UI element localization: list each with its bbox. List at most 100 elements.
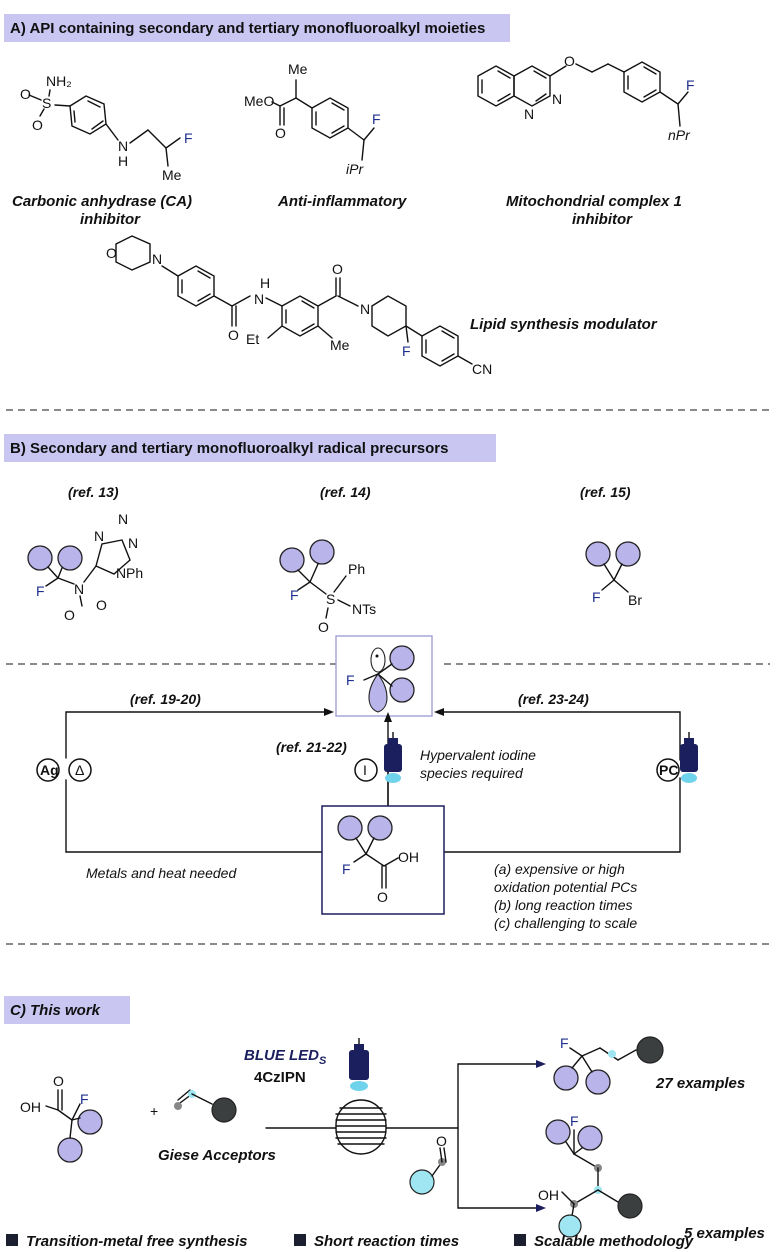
svg-text:F: F <box>592 589 601 605</box>
svg-text:O: O <box>64 607 75 623</box>
svg-text:OH: OH <box>398 849 419 865</box>
svg-text:O: O <box>53 1073 64 1089</box>
svg-text:O: O <box>106 245 117 261</box>
label-anti-inflammatory: Anti-inflammatory <box>277 193 407 210</box>
blue-led-label: BLUE LEDS <box>244 1047 327 1067</box>
svg-text:Me: Me <box>162 167 182 183</box>
precursor-bromide: F Br <box>585 541 642 608</box>
molecule-mito-inhibitor: N N O F nPr <box>477 53 695 143</box>
molecule-lipid-modulator: O N O N H Et Me O N F <box>106 235 492 377</box>
svg-text:S: S <box>42 95 51 111</box>
svg-text:N: N <box>552 91 562 107</box>
svg-text:iPr: iPr <box>346 161 364 177</box>
svg-text:O: O <box>436 1133 447 1149</box>
product-aldehyde: F OH <box>538 1113 643 1238</box>
label-mito-inhibitor: Mitochondrial complex 1 <box>506 193 682 210</box>
label-mito-inhibitor-2: inhibitor <box>572 211 633 228</box>
svg-text:F: F <box>570 1113 579 1129</box>
molecule-anti-inflammatory: Me MeO O F iPr <box>244 61 381 177</box>
svg-text:N: N <box>74 581 84 597</box>
silver-catalyst-icon <box>36 758 60 782</box>
svg-text:I: I <box>363 762 367 778</box>
note-a2: oxidation potential PCs <box>494 879 637 895</box>
lamp-icon-middle <box>384 732 402 783</box>
svg-text:F: F <box>372 111 381 127</box>
svg-text:O: O <box>275 125 286 141</box>
svg-text:NTs: NTs <box>352 601 376 617</box>
svg-text:CN: CN <box>472 361 492 377</box>
svg-text:F: F <box>80 1091 89 1107</box>
svg-text:nPr: nPr <box>668 127 691 143</box>
svg-text:N: N <box>360 301 370 317</box>
acid-reagent: F O OH <box>20 1073 103 1163</box>
molecule-ca-inhibitor: NH₂ S O O N H F Me <box>20 73 193 183</box>
flow-reactor-coil <box>335 1099 387 1155</box>
svg-text:O: O <box>228 327 239 343</box>
svg-text:O: O <box>564 53 575 69</box>
svg-text:N: N <box>152 251 162 267</box>
svg-text:F: F <box>560 1035 569 1051</box>
svg-text:N: N <box>118 511 128 527</box>
precursor-sulfoximine: F S Ph NTs O <box>279 539 376 635</box>
iodine-reagent-icon <box>354 758 378 782</box>
svg-text:Br: Br <box>628 592 642 608</box>
catalyst-label: 4CzIPN <box>254 1069 306 1086</box>
label-ca-inhibitor-2: inhibitor <box>80 211 141 228</box>
note-c: (c) challenging to scale <box>494 915 637 931</box>
footer-bullet-3 <box>514 1234 526 1246</box>
ref-21-22: (ref. 21-22) <box>276 739 347 755</box>
svg-text:H: H <box>260 275 270 291</box>
section-b-header-bg <box>4 434 496 462</box>
product-giese: F <box>553 1035 664 1095</box>
ref-14: (ref. 14) <box>320 484 371 500</box>
section-c-title: C) This work <box>10 1002 101 1019</box>
svg-text:F: F <box>290 587 299 603</box>
svg-text:Ph: Ph <box>126 565 143 581</box>
note-a: (a) expensive or high <box>494 861 625 877</box>
ref-19-20: (ref. 19-20) <box>130 691 201 707</box>
svg-text:N: N <box>128 535 138 551</box>
svg-text:S: S <box>326 591 335 607</box>
radical-structure: F <box>346 645 415 713</box>
footer-item-3: Scalable methodology <box>534 1233 694 1250</box>
svg-text:PC: PC <box>659 762 678 778</box>
svg-text:N: N <box>94 528 104 544</box>
svg-text:Δ: Δ <box>75 762 84 778</box>
ref-15: (ref. 15) <box>580 484 631 500</box>
footer-item-2: Short reaction times <box>314 1233 459 1250</box>
lamp-icon-right <box>680 732 698 783</box>
note-hypervalent-2: species required <box>420 765 524 781</box>
svg-text:MeO: MeO <box>244 93 274 109</box>
footer-item-1: Transition-metal free synthesis <box>26 1233 247 1250</box>
examples-5: 5 examples <box>684 1225 765 1242</box>
note-metals-heat: Metals and heat needed <box>86 865 237 881</box>
svg-text:Me: Me <box>288 61 308 77</box>
heat-icon <box>68 758 92 782</box>
svg-text:O: O <box>377 889 388 905</box>
svg-text:Ag: Ag <box>40 762 59 778</box>
giese-label: Giese Acceptors <box>158 1147 276 1164</box>
note-b: (b) long reaction times <box>494 897 633 913</box>
ref-23-24: (ref. 23-24) <box>518 691 589 707</box>
label-ca-inhibitor: Carbonic anhydrase (CA) <box>12 193 192 210</box>
svg-text:OH: OH <box>20 1099 41 1115</box>
route-arrows <box>65 708 681 853</box>
giese-acceptor <box>174 1089 237 1123</box>
svg-text:F: F <box>342 861 351 877</box>
lamp-icon-reactor <box>349 1038 369 1091</box>
svg-text:O: O <box>20 86 31 102</box>
svg-text:N: N <box>116 565 126 581</box>
precursor-tetrazole-sulfone: F N O O N N N N Ph <box>27 511 143 623</box>
branch-arrow-down <box>457 1127 541 1209</box>
svg-text:F: F <box>36 583 45 599</box>
svg-text:F: F <box>686 77 695 93</box>
svg-text:N: N <box>254 291 264 307</box>
examples-27: 27 examples <box>655 1075 745 1092</box>
section-a-header-bg <box>4 14 510 42</box>
note-hypervalent-1: Hypervalent iodine <box>420 747 536 763</box>
svg-text:H: H <box>118 153 128 169</box>
svg-text:O: O <box>318 619 329 635</box>
svg-text:O: O <box>32 117 43 133</box>
ref-13: (ref. 13) <box>68 484 119 500</box>
